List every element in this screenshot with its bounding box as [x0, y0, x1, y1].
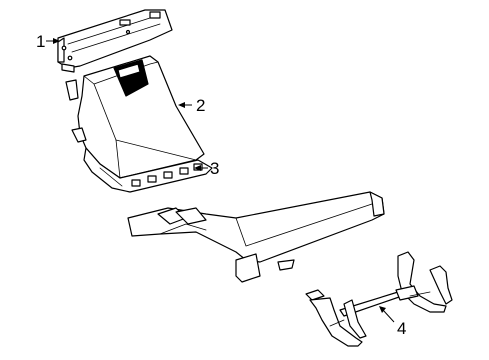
callout-1-label: 1	[36, 32, 45, 51]
callout-4-label: 4	[397, 319, 406, 338]
part-4-cradle[interactable]	[305, 251, 453, 347]
callout-4: 4	[379, 306, 406, 338]
radiator-support	[127, 191, 385, 283]
part-2-duct[interactable]	[65, 55, 205, 179]
callout-3: 3	[194, 159, 219, 178]
part-1-bracket[interactable]	[57, 9, 173, 73]
callout-2-label: 2	[196, 96, 205, 115]
callout-1: 1	[36, 32, 60, 51]
callout-3-label: 3	[210, 159, 219, 178]
callout-2: 2	[178, 96, 205, 115]
